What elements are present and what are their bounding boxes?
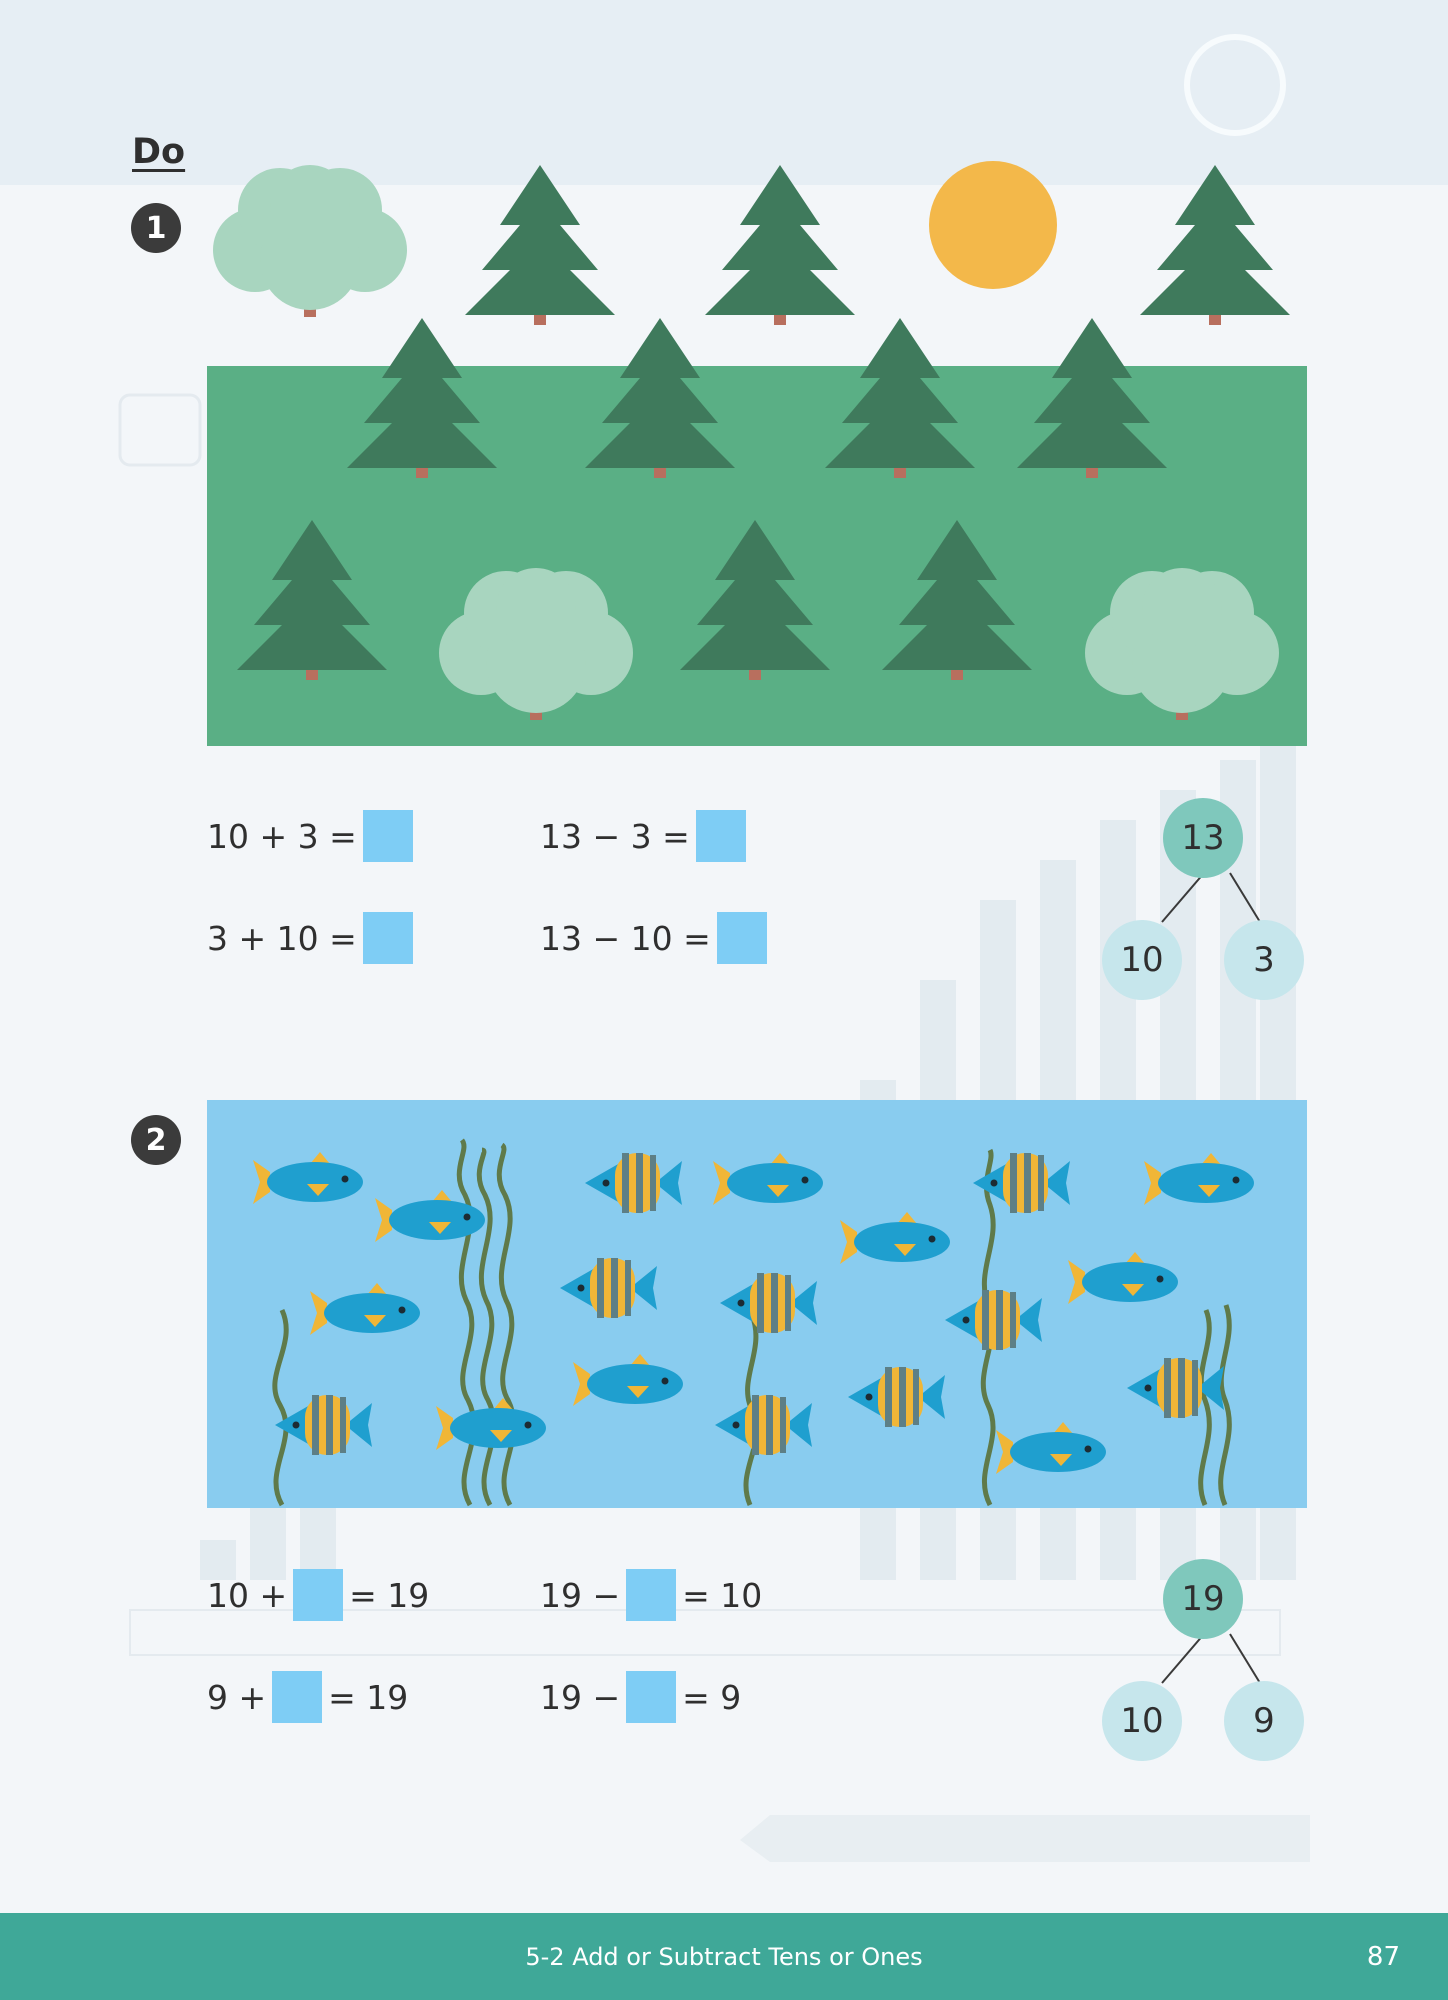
equation-row: 9 + = 19 [207,1671,408,1723]
answer-box[interactable] [626,1671,677,1723]
answer-box[interactable] [716,912,767,964]
equation-text: 19 − [540,1575,621,1615]
pine-tree-icon [465,165,615,325]
equation-text: = 10 [682,1575,763,1615]
equation-row: 10 + 3 = [207,810,419,862]
equation-text: 13 − 10 = [540,918,711,958]
chapter-label: 5-2 Add or Subtract Tens or Ones [525,1942,923,1971]
equation-text: 10 + 3 = [207,816,357,856]
equation-text: = 19 [328,1677,409,1717]
pine-tree-icon [1140,165,1290,325]
equation-row: 13 − 10 = [540,912,773,964]
page-number: 87 [1366,1941,1400,1972]
sun-icon [929,161,1057,289]
number-bond-whole: 13 [1163,798,1243,878]
number-bond-part: 10 [1102,1681,1182,1761]
pine-tree-icon [705,165,855,325]
answer-box[interactable] [293,1569,344,1621]
equation-text: = 19 [349,1575,430,1615]
aquarium-scene [207,1100,1307,1508]
bush-icon [213,165,407,317]
answer-box[interactable] [695,810,746,862]
forest-scene [207,161,1307,746]
equation-text: 19 − [540,1677,621,1717]
equation-text: = 9 [682,1677,742,1717]
number-bond-lines [1161,1633,1261,1684]
number-bond-lines [1161,872,1261,923]
equation-text: 10 + [207,1575,288,1615]
equation-row: 3 + 10 = [207,912,419,964]
number-bond-part: 3 [1224,920,1304,1000]
page-footer: 5-2 Add or Subtract Tens or Ones 87 [0,1913,1448,2000]
equation-row: 19 − = 10 [540,1569,762,1621]
equation-text: 13 − 3 = [540,816,690,856]
answer-box[interactable] [626,1569,677,1621]
answer-box[interactable] [362,912,413,964]
question-2-marker: 2 [131,1115,181,1165]
equation-row: 19 − = 9 [540,1671,741,1723]
section-heading: Do [132,132,186,172]
question-1-marker: 1 [131,203,181,253]
answer-box[interactable] [362,810,413,862]
equation-text: 3 + 10 = [207,918,357,958]
equation-row: 13 − 3 = [540,810,752,862]
equation-text: 9 + [207,1677,267,1717]
number-bond-part: 9 [1224,1681,1304,1761]
number-bond-whole: 19 [1163,1559,1243,1639]
equation-row: 10 + = 19 [207,1569,429,1621]
number-bond-part: 10 [1102,920,1182,1000]
answer-box[interactable] [272,1671,323,1723]
